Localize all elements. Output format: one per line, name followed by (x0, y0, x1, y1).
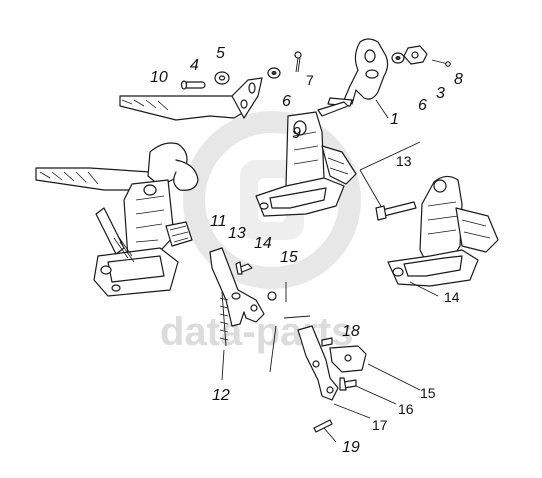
callout-14-right: 14 (444, 289, 460, 305)
lever-part-11 (209, 247, 265, 327)
callout-13-left: 13 (228, 225, 246, 242)
callout-18: 18 (342, 323, 360, 340)
screw-part-18 (321, 337, 333, 347)
callout-16: 16 (398, 401, 414, 417)
washer-part-6-top (267, 67, 281, 79)
callout-6-right: 6 (418, 97, 427, 114)
callout-19: 19 (342, 439, 360, 456)
bracket-part-15-small (329, 345, 367, 373)
bracket-part-14-right (387, 175, 499, 287)
callout-11: 11 (210, 213, 227, 230)
callout-13-right: 13 (396, 153, 412, 169)
left-pedal-assembly (35, 142, 199, 297)
callout-12: 12 (212, 387, 230, 404)
callout-15-top: 15 (280, 249, 298, 266)
bolt-group-lines (359, 141, 421, 209)
lever-part-17 (297, 325, 339, 401)
washer-part-5 (214, 71, 230, 85)
pin-part-19 (313, 419, 333, 433)
bracket-part-9 (255, 101, 357, 217)
leader-lines (221, 99, 439, 443)
callout-14-left: 14 (254, 235, 272, 252)
callout-17: 17 (372, 417, 388, 433)
lower-lever-group-lines (269, 315, 311, 373)
bolt-part-16 (339, 377, 357, 391)
washer-part-6-right (391, 52, 405, 64)
nut-part-3 (403, 45, 428, 65)
callout-3: 3 (436, 85, 445, 102)
nut-part-14-small (267, 291, 277, 301)
spring-part-12 (219, 291, 229, 347)
split-pin-part-8 (431, 59, 451, 67)
callout-15-bottom: 15 (420, 385, 436, 401)
bolt-part-13-small (235, 261, 253, 275)
callout-9: 9 (292, 125, 301, 142)
callout-10: 10 (150, 69, 168, 86)
callout-7: 7 (306, 72, 314, 88)
callout-4: 4 (190, 57, 199, 74)
pin-part-4 (180, 80, 206, 90)
split-pin-part-7 (294, 51, 302, 73)
pedal-lever-part-10 (119, 77, 263, 121)
callout-1: 1 (390, 111, 399, 128)
callout-6-top: 6 (282, 93, 291, 110)
callout-5: 5 (216, 45, 225, 62)
bolt-part-13-right (375, 201, 417, 221)
callout-8: 8 (454, 71, 463, 88)
hook-bracket-part-1 (327, 38, 389, 107)
